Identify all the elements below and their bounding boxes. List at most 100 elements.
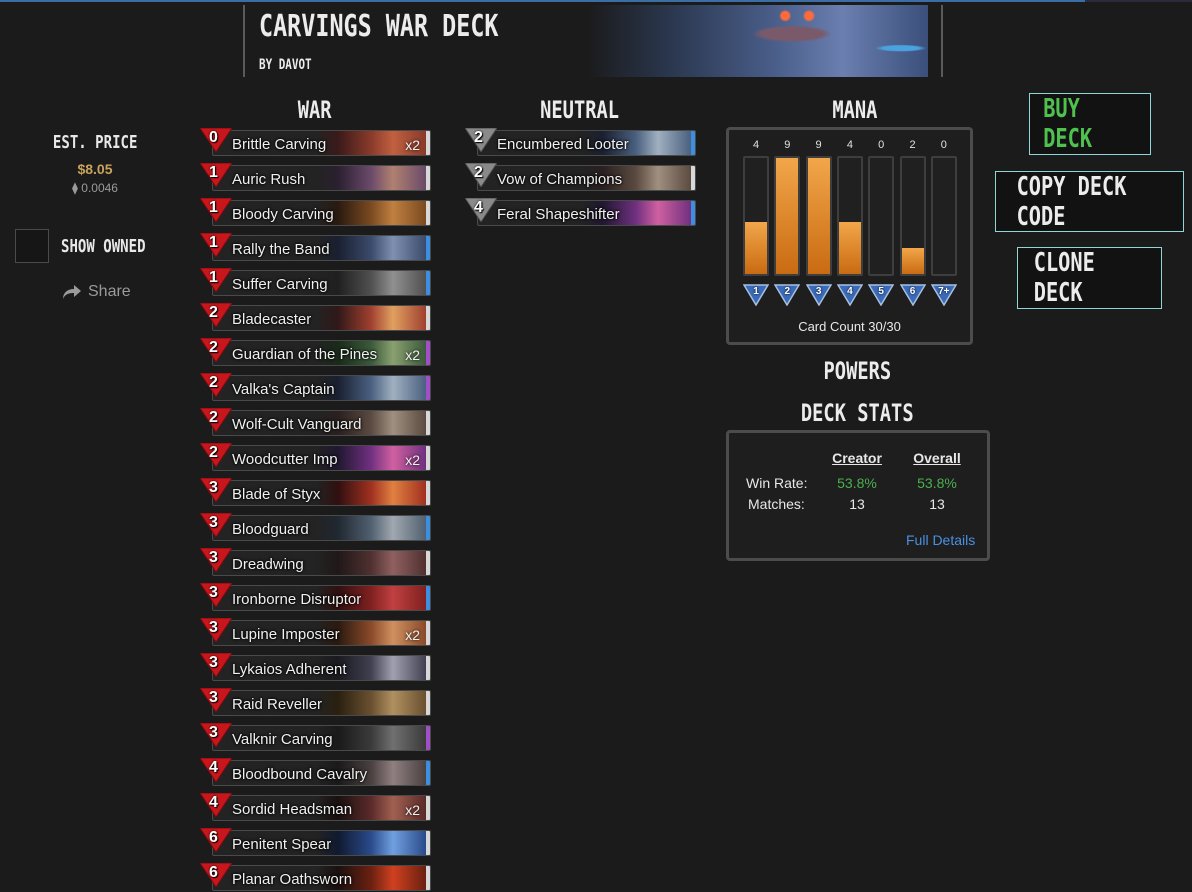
full-details-link[interactable]: Full Details	[906, 532, 976, 548]
card-bar: Ironborne Disruptor	[212, 585, 431, 611]
card-art-image	[581, 131, 691, 155]
card-art-image	[581, 201, 691, 225]
rarity-indicator	[426, 271, 430, 295]
card-cost: 4	[209, 794, 218, 811]
card-name: Feral Shapeshifter	[497, 206, 620, 223]
show-owned-label[interactable]: SHOW OWNED	[61, 236, 146, 257]
card-name: Vow of Champions	[497, 171, 623, 188]
card-bar: Encumbered Looter	[477, 130, 696, 156]
card-cost: 2	[474, 164, 483, 181]
card-art-image	[316, 411, 426, 435]
cost-triangle-icon	[200, 513, 232, 537]
card-art-image	[316, 481, 426, 505]
card-name: Bloodguard	[232, 521, 309, 538]
rarity-indicator	[691, 166, 695, 190]
rarity-indicator	[691, 201, 695, 225]
card-name: Raid Reveller	[232, 696, 323, 713]
mana-bar-track	[836, 156, 863, 276]
card-name: Brittle Carving	[232, 136, 327, 153]
mana-header: MANA	[832, 96, 878, 124]
card-row[interactable]: Vow of Champions 2	[465, 163, 698, 192]
mana-tick-label: 3	[815, 286, 822, 297]
card-art-image	[316, 796, 426, 820]
share-button[interactable]: Share	[62, 283, 131, 301]
cost-triangle-icon	[465, 163, 497, 187]
card-cost: 6	[209, 829, 218, 846]
clone-deck-button[interactable]: CLONE DECK	[1017, 247, 1162, 309]
card-bar: Lykaios Adherent	[212, 655, 431, 681]
rarity-indicator	[426, 691, 430, 715]
card-row[interactable]: Feral Shapeshifter 4	[465, 198, 698, 227]
price-eth: ⧫ 0.0046	[72, 181, 118, 195]
copy-deck-code-button[interactable]: COPY DECK CODE	[995, 171, 1184, 232]
rarity-indicator	[426, 866, 430, 890]
card-cost: 4	[474, 199, 483, 216]
cost-triangle-icon	[200, 618, 232, 642]
card-cost: 3	[209, 549, 218, 566]
card-row[interactable]: Bladecaster 2	[200, 303, 433, 332]
mana-cost-gem: 0	[200, 128, 232, 152]
card-bar: Raid Reveller	[212, 690, 431, 716]
cost-triangle-icon	[200, 688, 232, 712]
cost-triangle-icon	[465, 198, 497, 222]
mana-bar	[807, 158, 830, 274]
card-cost: 1	[209, 234, 218, 251]
rarity-indicator	[426, 726, 430, 750]
card-name: Auric Rush	[232, 171, 306, 188]
card-bar: Bladecaster	[212, 305, 431, 331]
mana-bar-track	[868, 156, 895, 276]
card-name: Valknir Carving	[232, 731, 333, 748]
cost-triangle-icon	[200, 408, 232, 432]
mana-gem-icon: 3	[805, 284, 832, 307]
mana-count-label: 2	[909, 139, 916, 151]
mana-cost-gem: 4	[200, 793, 232, 817]
neutral-header: NEUTRAL	[540, 96, 620, 124]
mana-bar	[776, 158, 799, 274]
mana-tick-label: 7+	[938, 286, 950, 297]
card-cost: 3	[209, 584, 218, 601]
card-name: Bladecaster	[232, 311, 312, 328]
mana-gem-icon: 6	[899, 284, 926, 307]
cost-triangle-icon	[200, 548, 232, 572]
card-row[interactable]: Ironborne Disruptor 3	[200, 583, 433, 612]
cost-triangle-icon	[200, 723, 232, 747]
card-art-image	[316, 376, 426, 400]
card-cost: 6	[209, 864, 218, 881]
card-bar: Penitent Spear	[212, 830, 431, 856]
deck-stats-panel: Creator Overall Win Rate: 53.8% 53.8% Ma…	[726, 430, 990, 561]
mana-cost-gem: 2	[200, 443, 232, 467]
show-owned-checkbox[interactable]	[15, 229, 49, 263]
rarity-indicator	[426, 306, 430, 330]
card-cost: 2	[209, 409, 218, 426]
card-name: Woodcutter Imp	[232, 451, 338, 468]
card-name: Ironborne Disruptor	[232, 591, 362, 608]
mana-cost-gem: 2	[200, 303, 232, 327]
card-cost: 2	[209, 304, 218, 321]
banner-art-image	[588, 5, 928, 77]
war-header: WAR	[298, 96, 332, 124]
buy-deck-button[interactable]: BUY DECK	[1029, 93, 1151, 155]
deck-title: CARVINGS WAR DECK	[259, 9, 499, 44]
